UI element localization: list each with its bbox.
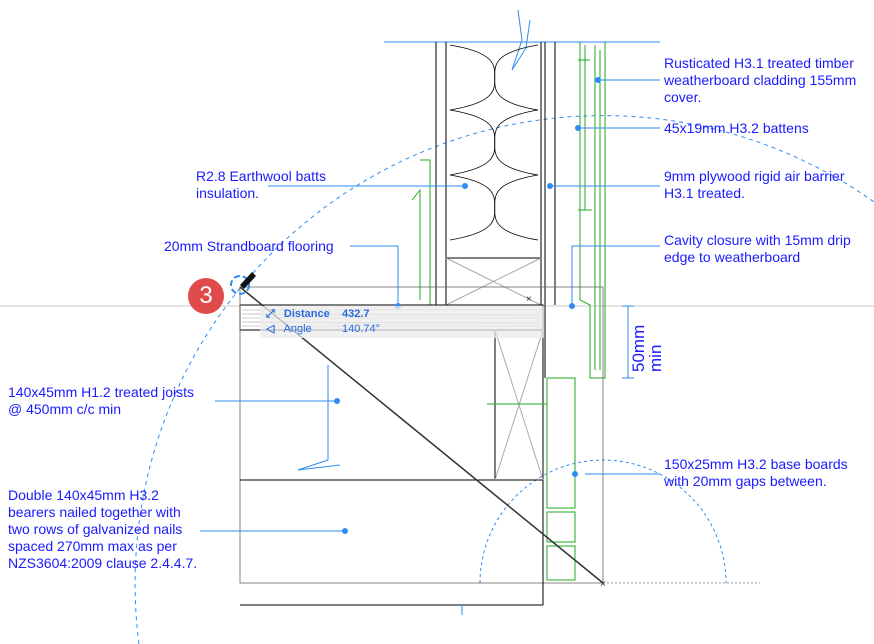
measure-arc <box>134 115 874 644</box>
distance-label: Distance <box>283 308 330 320</box>
base-boards <box>487 377 576 581</box>
measure-tooltip: ⤢ Distance 432.7 ◁ Angle 140.74° <box>260 306 544 338</box>
step-number-badge: 3 <box>188 278 224 314</box>
angle-label: Angle <box>283 323 312 335</box>
distance-icon: ⤢ <box>266 308 275 320</box>
label-battens: 45x19mm H3.2 battens <box>664 120 809 136</box>
weatherboard-cladding <box>411 42 606 379</box>
svg-text:×: × <box>600 579 606 590</box>
distance-row: ⤢ Distance 432.7 <box>266 307 370 322</box>
angle-icon: ◁ <box>266 323 275 335</box>
distance-value: 432.7 <box>342 308 370 320</box>
angle-row: ◁ Angle 140.74° <box>266 322 380 337</box>
label-joists: 140x45mm H1.2 treated joists@ 450mm c/c … <box>8 384 194 417</box>
label-flooring: 20mm Strandboard flooring <box>164 238 334 254</box>
insulation-pattern <box>449 44 539 241</box>
svg-text:×: × <box>526 294 532 305</box>
pencil-cursor-icon <box>240 272 256 289</box>
dimension-label: 50mm min <box>629 324 665 372</box>
measure-bounding-box <box>239 286 604 584</box>
angle-value: 140.74° <box>342 323 381 335</box>
